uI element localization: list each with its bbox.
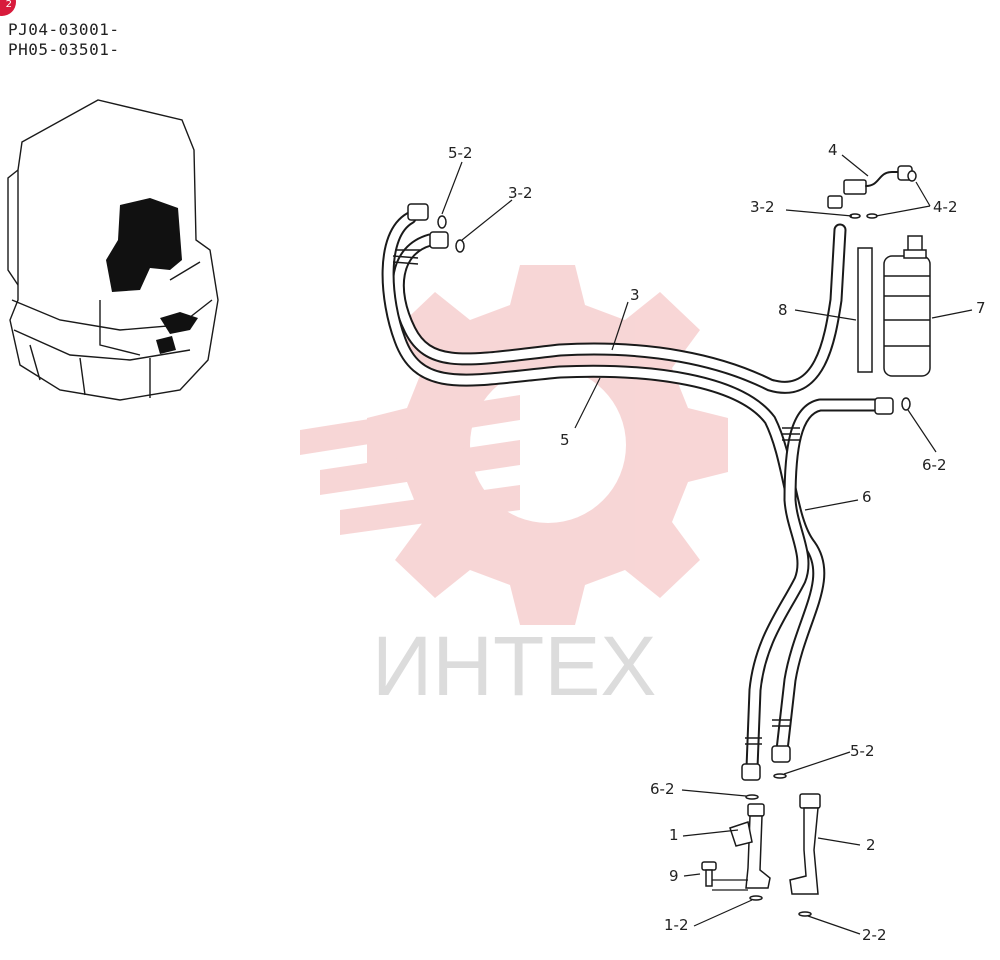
fitting-1 <box>729 803 771 889</box>
label-4: 4 <box>828 141 838 159</box>
hose-6 <box>745 398 887 775</box>
watermark-text: ИНТЕХ <box>372 619 656 713</box>
label-2: 2 <box>866 836 876 854</box>
callout-labels: 5-2 3-2 4 4-2 3-2 3 8 7 5 6-2 6 5-2 6-2 … <box>448 141 986 944</box>
hose-fittings <box>392 165 913 781</box>
bracket-8 <box>857 247 873 373</box>
label-3: 3 <box>630 286 640 304</box>
label-6: 6 <box>862 488 872 506</box>
hose-5 <box>381 211 826 757</box>
receiver-drier <box>883 235 931 377</box>
serial-line-1: PJ04-03001- <box>8 20 120 39</box>
serial-line-2: PH05-03501- <box>8 40 120 59</box>
label-3-2-right: 3-2 <box>750 198 775 216</box>
leader-lines <box>441 154 973 935</box>
label-4-2: 4-2 <box>933 198 958 216</box>
o-rings <box>437 170 917 917</box>
fitting-2 <box>789 793 821 895</box>
watermark-gear-icon <box>300 265 728 625</box>
label-6-2-bottom: 6-2 <box>650 780 675 798</box>
bolt-9 <box>701 861 717 887</box>
label-5-2-bottom: 5-2 <box>850 742 875 760</box>
label-9: 9 <box>669 867 679 885</box>
label-5-2-top: 5-2 <box>448 144 473 162</box>
label-8: 8 <box>778 301 788 319</box>
label-6-2-right: 6-2 <box>922 456 947 474</box>
serial-range: PJ04-03001- PH05-03501- <box>8 20 119 60</box>
label-1: 1 <box>669 826 679 844</box>
label-3-2-top: 3-2 <box>508 184 533 202</box>
label-7: 7 <box>976 299 986 317</box>
label-1-2: 1-2 <box>664 916 689 934</box>
hose-3 <box>391 223 847 394</box>
machine-cab-drawing <box>7 99 219 401</box>
label-5: 5 <box>560 431 570 449</box>
label-2-2: 2-2 <box>862 926 887 944</box>
